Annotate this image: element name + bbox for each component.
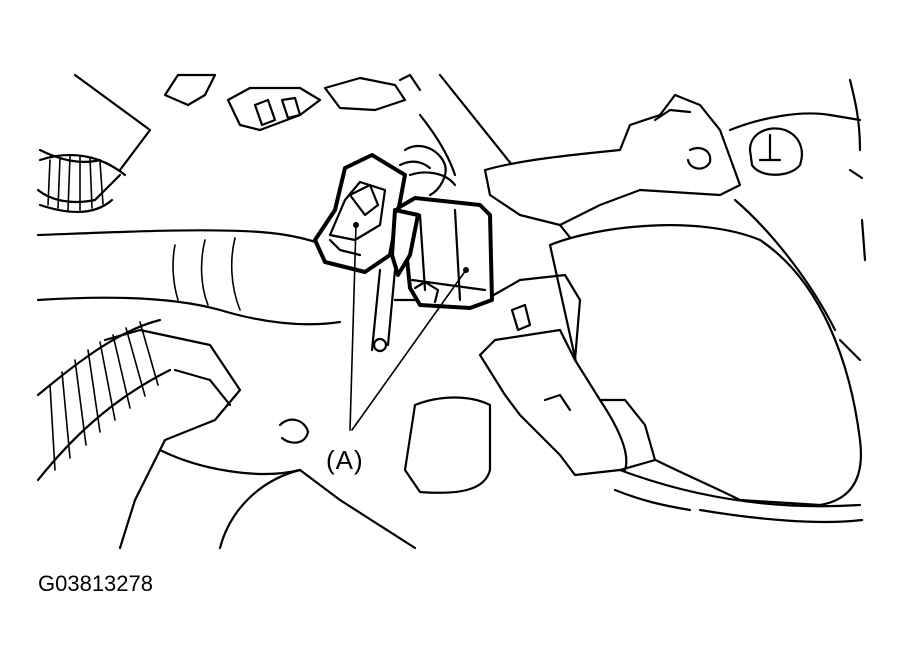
bolt-icon (748, 127, 803, 176)
mounting-bracket-right (483, 93, 742, 227)
connector-wires (370, 144, 457, 353)
upper-left-bracket (36, 73, 152, 204)
connector-a-right (390, 196, 494, 310)
corrugated-tube-lower (36, 318, 172, 482)
wiring-harness-main (36, 229, 342, 326)
figure-code: G03813278 (38, 571, 153, 596)
connector-housing-lower (478, 273, 862, 508)
callout-leaders (349, 224, 467, 431)
connector-a-left (313, 153, 407, 274)
lower-center-box (403, 396, 492, 494)
lower-left-structure (103, 328, 417, 550)
top-brackets (163, 73, 422, 132)
callout-label-a: (A) (326, 445, 364, 475)
lower-right-curve (613, 488, 864, 524)
corrugated-tube-upper (38, 153, 127, 214)
